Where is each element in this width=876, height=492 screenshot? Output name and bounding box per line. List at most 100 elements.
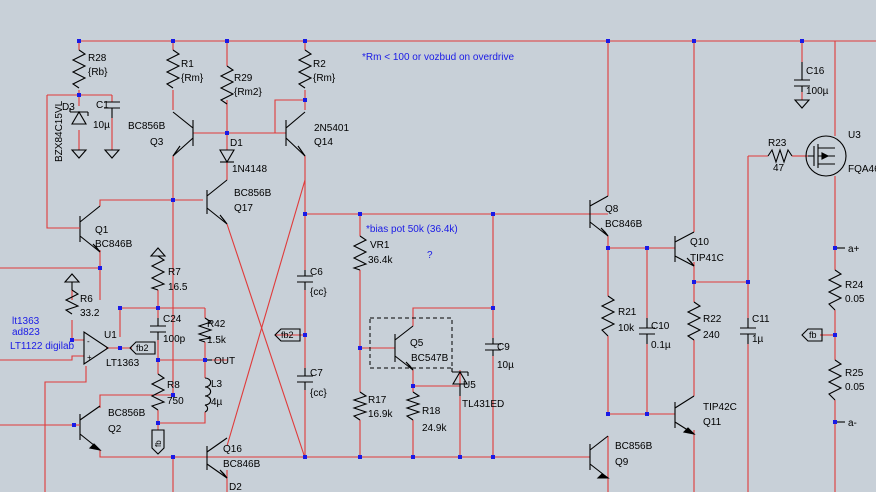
- ground-d3-symbol: [70, 149, 88, 159]
- label-q8-value: BC846B: [605, 219, 643, 230]
- net-flag-fb-right[interactable]: [801, 328, 823, 342]
- label-c1-value: 10µ: [93, 120, 110, 131]
- label-c1-name: C1: [96, 100, 109, 111]
- transistor-q8-symbol[interactable]: [589, 195, 609, 237]
- label-c16-value: 100µ: [806, 86, 829, 97]
- resistor-vr1-symbol[interactable]: [352, 235, 368, 271]
- transistor-q5-symbol[interactable]: [394, 325, 414, 371]
- transistor-q14-symbol[interactable]: [285, 111, 306, 157]
- note-opamp-alt-3: LT1122 digilab: [10, 341, 75, 352]
- resistor-r7-symbol[interactable]: [150, 255, 166, 291]
- label-c11-value: 1µ: [752, 334, 764, 345]
- label-vr1-value: 36.4k: [368, 255, 393, 266]
- label-r8-value: 750: [167, 396, 184, 407]
- label-q17-value: BC856B: [234, 188, 272, 199]
- zener-u5-symbol[interactable]: [451, 368, 469, 396]
- transistor-q11-symbol[interactable]: [674, 395, 696, 435]
- label-c24-value: 100p: [163, 334, 186, 345]
- label-vr1-name: VR1: [370, 240, 390, 251]
- label-q3-value: BC856B: [128, 121, 166, 132]
- label-c11-name: C11: [752, 314, 770, 325]
- net-flag-fb2-mid[interactable]: [274, 328, 301, 342]
- capacitor-c9-symbol[interactable]: [485, 338, 501, 356]
- resistor-r8-symbol[interactable]: [150, 373, 166, 411]
- label-u5-value: TL431ED: [462, 399, 504, 410]
- transistor-q3-symbol[interactable]: [172, 111, 194, 157]
- net-flag-fb-bottom[interactable]: [151, 429, 165, 455]
- mosfet-u3-symbol[interactable]: [805, 135, 847, 177]
- label-r21-value: 10k: [618, 323, 635, 334]
- transistor-q2-symbol[interactable]: [79, 405, 102, 451]
- label-r22-value: 240: [703, 330, 720, 341]
- label-u3-name: U3: [848, 130, 861, 141]
- label-q5-name: Q5: [410, 338, 424, 349]
- capacitor-c24-symbol[interactable]: [150, 318, 166, 340]
- capacitor-c16-symbol[interactable]: [794, 62, 810, 92]
- label-c6-name: C6: [310, 267, 323, 278]
- resistor-r21-symbol[interactable]: [600, 295, 616, 337]
- label-q2-value: BC856B: [108, 408, 146, 419]
- zener-d3-symbol[interactable]: [69, 108, 89, 125]
- resistor-r29-symbol[interactable]: [219, 65, 235, 105]
- label-c7-name: C7: [310, 368, 323, 379]
- label-u3-value: FQA46: [848, 164, 876, 175]
- resistor-r25-symbol[interactable]: [827, 359, 843, 401]
- resistor-r22-symbol[interactable]: [686, 301, 702, 341]
- label-r25-value: 0.05: [845, 382, 865, 393]
- label-r28-name: R28: [88, 53, 107, 64]
- resistor-r24-symbol[interactable]: [827, 269, 843, 311]
- resistor-r23-symbol[interactable]: [767, 148, 793, 164]
- capacitor-c6-symbol[interactable]: [297, 270, 313, 290]
- ground-c16-symbol: [793, 99, 811, 109]
- label-c10-value: 0.1µ: [651, 340, 671, 351]
- resistor-r6-symbol[interactable]: [64, 289, 80, 315]
- label-q11-name: Q11: [703, 417, 722, 428]
- resistor-r28-symbol[interactable]: [71, 49, 87, 89]
- transistor-q1-symbol[interactable]: [79, 205, 101, 253]
- label-r1-value: {Rm}: [181, 73, 204, 84]
- label-r7-value: 16.5: [168, 282, 188, 293]
- label-r24-name: R24: [845, 280, 864, 291]
- label-q2-name: Q2: [108, 424, 122, 435]
- resistor-r2-symbol[interactable]: [297, 49, 313, 89]
- net-label-fb2-mid: fb2: [281, 330, 294, 340]
- label-r28-value: {Rb}: [88, 67, 108, 78]
- label-c16-name: C16: [806, 66, 825, 77]
- label-q3-name: Q3: [150, 137, 164, 148]
- capacitor-c10-symbol[interactable]: [639, 318, 655, 344]
- label-r18-name: R18: [422, 406, 441, 417]
- label-q11-value: TIP42C: [703, 402, 737, 413]
- label-q16-value: BC846B: [223, 459, 261, 470]
- label-r23-name: R23: [768, 138, 787, 149]
- label-c6-value: {cc}: [310, 287, 327, 298]
- capacitor-c11-symbol[interactable]: [740, 318, 756, 344]
- note-bias-pot: *bias pot 50k (36.4k): [366, 224, 458, 235]
- transistor-q16-symbol[interactable]: [206, 437, 228, 479]
- ground-c1-symbol: [103, 149, 121, 159]
- resistor-r18-symbol[interactable]: [405, 391, 421, 421]
- note-question: ?: [427, 250, 433, 261]
- label-q9-name: Q9: [615, 457, 629, 468]
- label-r24-value: 0.05: [845, 294, 865, 305]
- label-q5-value: BC547B: [411, 353, 449, 364]
- diode-d1-symbol[interactable]: [219, 149, 235, 164]
- label-r8-name: R8: [167, 380, 180, 391]
- resistor-r42-symbol[interactable]: [197, 317, 213, 343]
- label-r7-name: R7: [168, 267, 181, 278]
- label-d2-name: D2: [229, 482, 242, 492]
- inductor-l3-symbol[interactable]: [204, 377, 212, 413]
- transistor-q10-symbol[interactable]: [674, 231, 695, 267]
- resistor-r1-symbol[interactable]: [165, 49, 181, 89]
- net-flag-fb2-left[interactable]: [129, 341, 156, 355]
- label-c24-name: C24: [163, 314, 182, 325]
- label-l3-value: 4µ: [211, 397, 223, 408]
- note-opamp-alt-2: ad823: [12, 327, 40, 338]
- capacitor-c1-symbol[interactable]: [104, 101, 120, 118]
- opamp-u1-symbol[interactable]: - +: [83, 330, 109, 366]
- transistor-q17-symbol[interactable]: [206, 179, 228, 225]
- transistor-q9-symbol[interactable]: [589, 435, 610, 479]
- capacitor-c7-symbol[interactable]: [297, 368, 313, 390]
- label-q14-name: Q14: [314, 137, 333, 148]
- resistor-r17-symbol[interactable]: [352, 391, 368, 421]
